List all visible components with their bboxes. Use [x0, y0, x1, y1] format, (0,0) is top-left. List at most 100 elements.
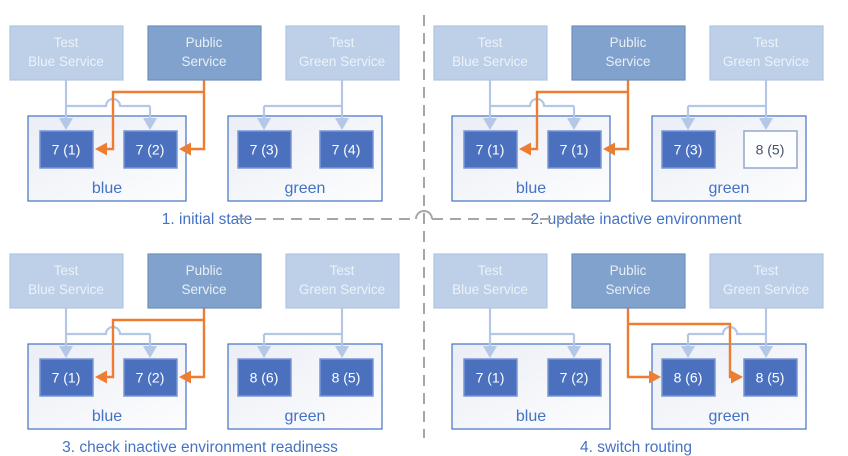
green-environment-label: green: [285, 408, 326, 425]
orange-arrowhead-icon: [731, 370, 743, 384]
panel-caption: 3. check inactive environment readiness: [62, 439, 338, 456]
test-blue-service-box: [9, 25, 124, 81]
orange-arrowhead-icon: [179, 370, 191, 384]
pod-label: 7 (4): [332, 142, 361, 158]
pod-green-1: [661, 130, 716, 169]
blue-arrowhead-icon: [257, 346, 271, 358]
service-label-line: Blue Service: [452, 54, 528, 69]
pod-label: 7 (3): [674, 142, 703, 158]
pod-blue-1: [463, 358, 518, 397]
green-environment-label: green: [709, 180, 750, 197]
blue-arrowhead-icon: [759, 118, 773, 130]
pod-blue-2: [123, 358, 178, 397]
public-route-line: [628, 322, 732, 379]
pod-label: 7 (1): [52, 370, 81, 386]
pod-blue-1: [39, 358, 94, 397]
panel-caption: 1. initial state: [162, 211, 252, 228]
pod-green-1: [237, 358, 292, 397]
blue-environment-label: blue: [92, 408, 122, 425]
pod-blue-1: [39, 130, 94, 169]
service-label-line: Blue Service: [28, 54, 104, 69]
test-blue-service-box: [433, 25, 548, 81]
service-label-line: Service: [181, 54, 226, 69]
green-environment-label: green: [285, 180, 326, 197]
public-route-line: [191, 80, 206, 151]
service-label-line: Public: [610, 263, 647, 278]
blue-arrowhead-icon: [59, 118, 73, 130]
blue-arrowhead-icon: [335, 118, 349, 130]
service-label-line: Service: [181, 282, 226, 297]
public-service-box: [147, 25, 262, 81]
blue-arrowhead-icon: [681, 118, 695, 130]
service-label-line: Service: [605, 282, 650, 297]
panel-caption: 4. switch routing: [580, 439, 692, 456]
blue-arrowhead-icon: [681, 346, 695, 358]
orange-arrowhead-icon: [95, 142, 107, 156]
pod-green-2: [743, 358, 798, 397]
test-green-service-box: [709, 253, 824, 309]
pod-green-2-new: [743, 130, 798, 169]
service-label-line: Green Service: [723, 54, 809, 69]
blue-arrowhead-icon: [59, 346, 73, 358]
blue-arrowhead-icon: [483, 346, 497, 358]
panel-caption: 2. update inactive environment: [530, 211, 742, 228]
public-route-line: [107, 90, 204, 151]
public-route-line: [531, 90, 628, 151]
service-label-line: Test: [478, 35, 503, 50]
service-label-line: Green Service: [723, 282, 809, 297]
test-green-service-box: [709, 25, 824, 81]
test-blue-connector-hop-line: [66, 325, 150, 336]
orange-arrowhead-icon: [95, 370, 107, 384]
green-environment-label: green: [709, 408, 750, 425]
pod-blue-2: [547, 358, 602, 397]
service-label-line: Test: [754, 35, 779, 50]
pod-blue-1: [463, 130, 518, 169]
public-service-box: [571, 253, 686, 309]
test-green-service-box: [285, 253, 400, 309]
service-label-line: Test: [54, 263, 79, 278]
blue-arrowhead-icon: [567, 118, 581, 130]
blue-arrowhead-icon: [257, 118, 271, 130]
test-blue-connector-hop-line: [66, 97, 150, 108]
pod-label: 7 (2): [560, 370, 589, 386]
test-green-service-box: [285, 25, 400, 81]
pod-label: 7 (2): [136, 142, 165, 158]
blue-environment-label: blue: [516, 180, 546, 197]
panel-switch-routing: 7 (1) 7 (2) 8 (6) 8 (5) Test Blue Servic…: [433, 253, 824, 456]
service-label-line: Blue Service: [452, 282, 528, 297]
service-label-line: Green Service: [299, 282, 385, 297]
blue-arrowhead-icon: [143, 346, 157, 358]
test-blue-connector-hop-line: [490, 97, 574, 108]
public-route-line: [615, 80, 630, 151]
pod-label: 7 (2): [136, 370, 165, 386]
panel-check-inactive-readiness: 7 (1) 7 (2) 8 (6) 8 (5) Test Blue Servic…: [9, 253, 400, 456]
blue-arrowhead-icon: [143, 118, 157, 130]
public-route-line: [626, 308, 649, 379]
test-blue-service-box: [433, 253, 548, 309]
public-service-box: [571, 25, 686, 81]
pod-label: 7 (1): [52, 142, 81, 158]
pod-green-1: [661, 358, 716, 397]
service-label-line: Blue Service: [28, 282, 104, 297]
blue-environment-label: blue: [516, 408, 546, 425]
pod-label: 7 (3): [250, 142, 279, 158]
service-label-line: Test: [754, 263, 779, 278]
public-route-line: [191, 308, 206, 379]
panel-update-inactive-environment: 7 (1) 7 (1) 7 (3) 8 (5) Test Blue Servic…: [433, 25, 824, 228]
pod-blue-2: [123, 130, 178, 169]
pod-green-1: [237, 130, 292, 169]
panel-initial-state: 7 (1) 7 (2) 7 (3) 7 (4) Test Blue Servic…: [9, 25, 400, 228]
blue-arrowhead-icon: [759, 346, 773, 358]
public-route-line: [107, 318, 204, 379]
service-label-line: Public: [610, 35, 647, 50]
pod-green-2: [319, 358, 374, 397]
orange-arrowhead-icon: [603, 142, 615, 156]
pod-label: 8 (5): [756, 142, 785, 158]
pod-label: 8 (6): [250, 370, 279, 386]
pod-label: 8 (6): [674, 370, 703, 386]
blue-arrowhead-icon: [335, 346, 349, 358]
public-service-box: [147, 253, 262, 309]
pod-label: 8 (5): [756, 370, 785, 386]
pod-label: 8 (5): [332, 370, 361, 386]
